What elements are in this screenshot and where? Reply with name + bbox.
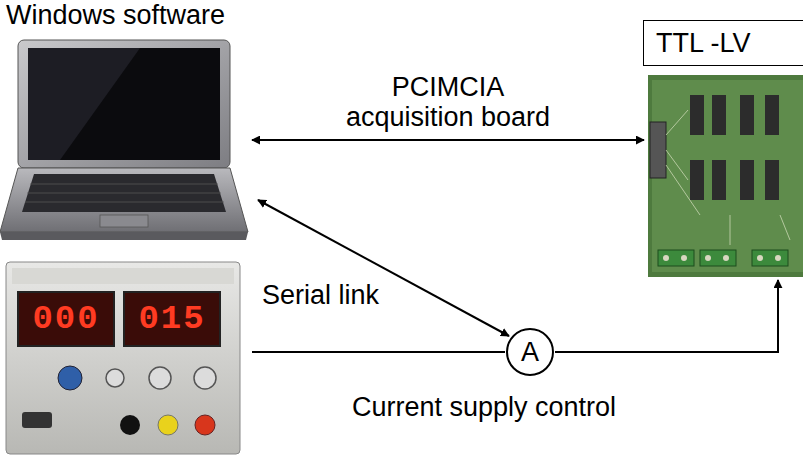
power-supply-picture [6,262,240,454]
meter-letter: A [521,337,539,367]
box-title: TTL -LV [656,28,803,58]
laptop-picture [0,40,248,240]
serial-arrow [258,200,509,336]
serial-label: Serial link [262,280,379,310]
software-label: Windows software [6,0,225,30]
board-link-label: PCIMCIA acquisition board [333,72,563,132]
title-box: TTL -LV [643,20,803,66]
acquisition-arrow [252,139,644,141]
wires [252,140,778,352]
supply-wire [252,351,505,353]
supply-wire [555,280,778,352]
supply-control-label: Current supply control [352,392,616,422]
display-reading: 000 [18,292,114,346]
circuit-board-picture [648,75,803,277]
ammeter-circle: A [506,328,554,376]
display-reading: 015 [124,292,220,346]
